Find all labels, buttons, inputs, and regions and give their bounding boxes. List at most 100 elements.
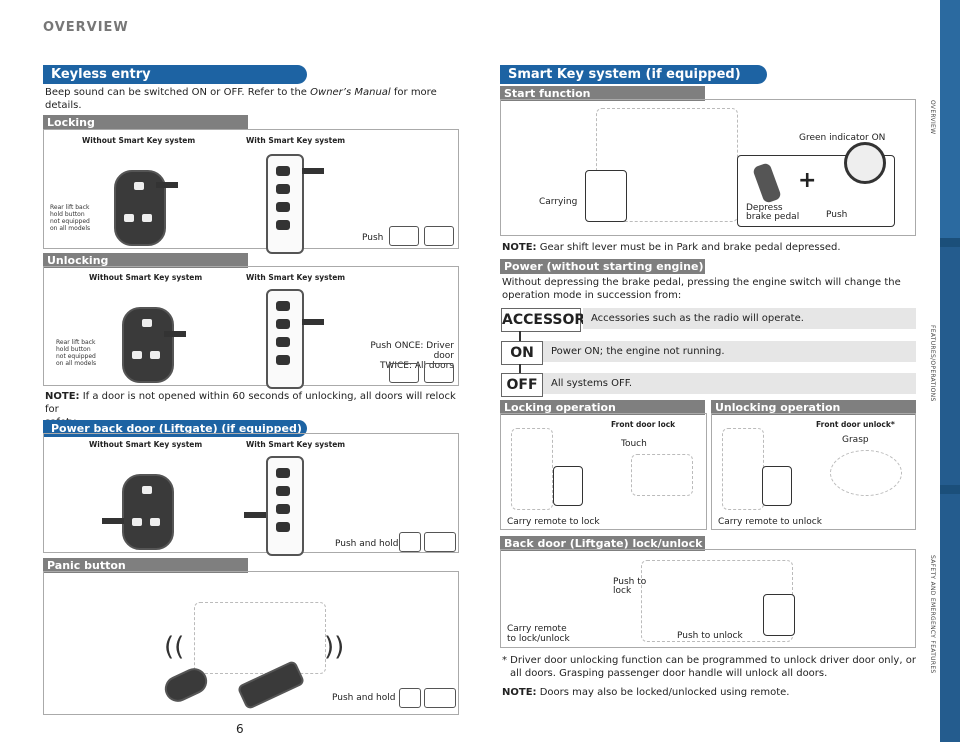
- person-illustration: [511, 428, 553, 510]
- unlock-op-heading: Unlocking operation: [711, 400, 916, 415]
- keyless-intro-text: Beep sound can be switched ON or OFF. Re…: [45, 87, 307, 98]
- unlock-button-icon: [389, 363, 419, 383]
- lock-op-panel: Front door lock Touch Carry remote to lo…: [500, 413, 707, 530]
- door-handle-illustration: [631, 454, 693, 496]
- mode-accessory-desc: Accessories such as the radio will opera…: [583, 308, 916, 329]
- mode-off-desc: All systems OFF.: [543, 373, 916, 394]
- note-text: Doors may also be locked/unlocked using …: [539, 687, 790, 698]
- push-unlock-label: Push to unlock: [677, 631, 743, 641]
- power-text: Without depressing the brake pedal, pres…: [502, 277, 901, 301]
- mode-on-desc: Power ON; the engine not running.: [543, 341, 916, 362]
- unlock-op-label: Front door unlock*: [816, 420, 895, 429]
- door-handle-illustration: [830, 450, 902, 496]
- smart-key-icon: [266, 289, 304, 389]
- liftgate-button-icon: [399, 532, 421, 552]
- unlocking-col1: Without Smart Key system: [89, 273, 203, 282]
- lock-op-heading: Locking operation: [500, 400, 705, 415]
- unlocking-panel: Without Smart Key system With Smart Key …: [43, 266, 459, 389]
- remote-key-icon: [122, 307, 174, 383]
- engine-start-button-icon[interactable]: [844, 142, 886, 184]
- arrow-icon: [244, 512, 266, 518]
- power-heading: Power (without starting engine): [500, 259, 705, 274]
- side-label-safety: SAFETY AND EMERGENCY FEATURES: [929, 555, 936, 674]
- carrying-label: Carrying: [539, 197, 578, 207]
- arrow-down-icon: [519, 331, 521, 341]
- unlock-op-panel: Front door unlock* Grasp Carry remote to…: [711, 413, 916, 530]
- panic-button-icon: [424, 688, 456, 708]
- locking-panel: Without Smart Key system With Smart Key …: [43, 129, 459, 254]
- smart-key-icon: [266, 154, 304, 254]
- note-label: NOTE:: [502, 687, 537, 698]
- unlock-button-icon: [424, 363, 454, 383]
- locking-col1: Without Smart Key system: [82, 136, 196, 145]
- panic-heading: Panic button: [43, 558, 248, 573]
- footnote: * Driver door unlocking function can be …: [502, 655, 916, 679]
- remote-icon: [553, 466, 583, 506]
- note-text: Gear shift lever must be in Park and bra…: [539, 242, 841, 253]
- arrow-down-icon: [519, 364, 521, 373]
- note-label: NOTE:: [502, 242, 537, 253]
- sound-waves-icon: )): [324, 632, 345, 662]
- arrow-icon: [302, 168, 324, 174]
- person-illustration: [722, 428, 764, 510]
- liftgate-button-icon: [424, 532, 456, 552]
- remote-key-icon: [122, 474, 174, 550]
- touch-label: Touch: [621, 439, 647, 449]
- side-tab-overview[interactable]: [940, 0, 960, 238]
- keyless-intro-text-3: details.: [45, 100, 82, 111]
- start-note: NOTE: Gear shift lever must be in Park a…: [502, 241, 912, 254]
- power-back-col1: Without Smart Key system: [89, 440, 203, 449]
- carrying-remote-icon: [585, 170, 627, 222]
- grasp-label: Grasp: [842, 435, 869, 445]
- remote-icon: [762, 466, 792, 506]
- arrow-icon: [102, 518, 124, 524]
- mode-off: OFF: [501, 373, 543, 397]
- side-tab-safety[interactable]: [940, 494, 960, 742]
- smartkey-heading: Smart Key system (if equipped): [500, 65, 767, 84]
- lock-button-icon: [389, 226, 419, 246]
- push-label: Push: [826, 210, 848, 220]
- panic-button-icon: [399, 688, 421, 708]
- arrow-icon: [156, 182, 178, 188]
- keyless-intro-manual: Owner’s Manual: [310, 87, 391, 98]
- arrow-icon: [164, 331, 186, 337]
- unlocking-heading: Unlocking: [43, 253, 248, 268]
- power-back-col2: With Smart Key system: [246, 440, 346, 449]
- power-back-push-hold: Push and hold: [335, 539, 399, 549]
- side-label-overview: OVERVIEW: [929, 100, 936, 135]
- start-heading: Start function: [500, 86, 705, 101]
- carry-unlock-label: Carry remote to unlock: [718, 517, 822, 527]
- back-note: NOTE: Doors may also be locked/unlocked …: [502, 686, 916, 699]
- mode-on: ON: [501, 341, 543, 365]
- unlocking-col2: With Smart Key system: [246, 273, 346, 282]
- side-tab-features[interactable]: [940, 247, 960, 485]
- keyless-intro-text-2: for more: [393, 87, 437, 98]
- mode-accessory: ACCESSORY: [501, 308, 595, 332]
- car-alarm-illustration: [194, 602, 326, 674]
- panic-panel: (( )) Push and hold: [43, 571, 459, 715]
- back-door-heading: Back door (Liftgate) lock/unlock: [500, 536, 705, 551]
- page-title: OVERVIEW: [43, 20, 129, 35]
- power-back-panel: Without Smart Key system With Smart Key …: [43, 433, 459, 556]
- arrow-icon: [302, 319, 324, 325]
- lock-op-label: Front door lock: [611, 420, 676, 429]
- locking-col2: With Smart Key system: [246, 136, 346, 145]
- note-label: NOTE:: [45, 391, 80, 402]
- lock-button-icon: [424, 226, 454, 246]
- keyless-intro: Beep sound can be switched ON or OFF. Re…: [45, 86, 455, 112]
- smart-key-icon: [266, 456, 304, 556]
- carry-lock-label: Carry remote to lock: [507, 517, 600, 527]
- green-indicator-label: Green indicator ON: [799, 133, 886, 143]
- sound-waves-icon: ((: [164, 632, 185, 662]
- keyless-heading: Keyless entry: [43, 65, 307, 84]
- note-text: If a door is not opened within 60 second…: [45, 391, 456, 415]
